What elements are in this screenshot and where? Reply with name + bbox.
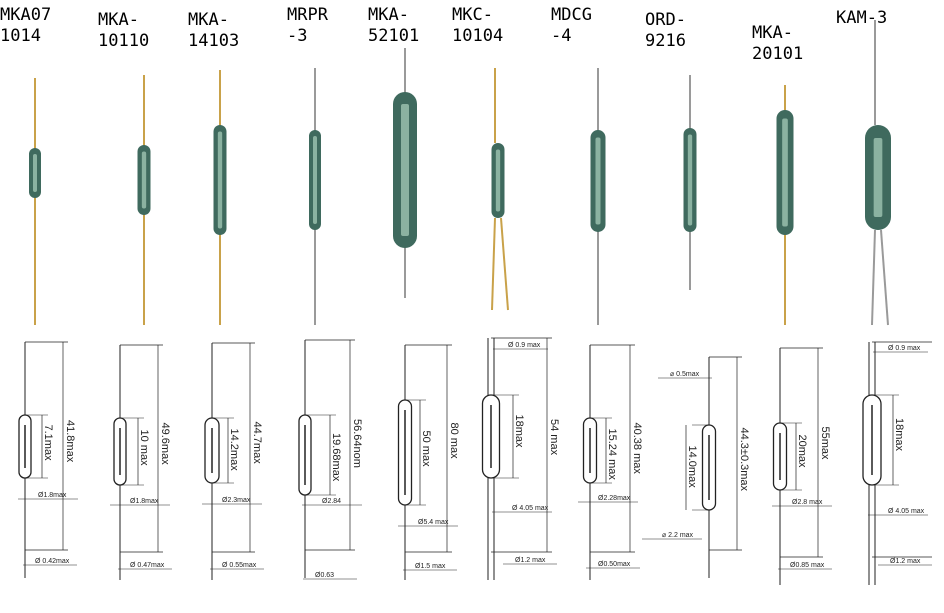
body-diameter-label: Ø2.28max: [598, 495, 631, 502]
lead-diameter-label: Ø 0.42max: [35, 558, 70, 565]
lead-diameter-label: Ø1.2 max: [515, 557, 546, 564]
body-length-dimension: 18max: [893, 418, 905, 452]
reed-contacts: [401, 104, 409, 236]
model-label: MRPR -3: [287, 5, 328, 46]
lead-diameter-label: Ø0.50max: [598, 561, 631, 568]
body-length-dimension: 18max: [513, 415, 525, 449]
length-dimension: 80 max: [448, 423, 460, 460]
length-dimension: 49.6max: [159, 423, 171, 466]
reed-contacts: [687, 134, 693, 226]
lead-diameter-label: Ø 0.55max: [222, 562, 257, 569]
length-dimension: 54 max: [548, 419, 560, 456]
reed-contacts: [873, 138, 883, 217]
top-lead-diameter-label: Ø 0.9 max: [888, 345, 921, 352]
model-label: MKA- 10110: [98, 10, 150, 51]
body-length-dimension: 20max: [796, 435, 808, 469]
lead-diameter-label: Ø1.2 max: [890, 558, 921, 565]
reed-contacts: [313, 136, 317, 224]
model-label: ORD- 9216: [645, 10, 686, 51]
lead-diameter-label: Ø0.85 max: [790, 562, 825, 569]
lead-diameter-label: ⌀ 0.5max: [670, 371, 700, 378]
lead-wire: [500, 217, 509, 311]
reed-contacts: [495, 149, 501, 212]
body-length-dimension: 10 max: [138, 430, 150, 467]
body-diameter-label: Ø 4.05 max: [888, 508, 925, 515]
model-label: MKA07 1014: [0, 5, 52, 46]
lead-diameter-label: Ø1.5 max: [415, 563, 446, 570]
body-diameter-label: Ø 4.05 max: [512, 505, 549, 512]
reed-contacts: [141, 151, 147, 209]
length-dimension: 44.7max: [251, 422, 263, 465]
lead-wire: [491, 217, 496, 311]
body-diameter-label: Ø2.8 max: [792, 499, 823, 506]
length-dimension: 44.3±0.3max: [738, 428, 750, 492]
model-label: MKA- 20101: [752, 23, 804, 64]
lead-wire: [880, 229, 889, 326]
body-length-dimension: 7.1max: [42, 425, 54, 462]
model-label: MKC- 10104: [452, 5, 504, 46]
length-dimension: 40.38 max: [631, 423, 643, 475]
model-label: MKA- 14103: [188, 10, 240, 51]
photo-row: [29, 20, 891, 326]
model-label: MKA- 52101: [368, 5, 420, 46]
model-label: KAM-3: [836, 8, 888, 28]
lead-diameter-label: Ø0.63: [315, 572, 334, 579]
body-diameter-label: ⌀ 2.2 max: [662, 532, 694, 539]
lead-wire: [871, 229, 876, 326]
body-diameter-label: Ø1.8max: [130, 498, 159, 505]
model-label: MDCG -4: [551, 5, 592, 46]
body-diameter-label: Ø2.3max: [222, 497, 251, 504]
length-dimension: 41.8max: [64, 420, 76, 463]
reed-contacts: [217, 131, 223, 229]
reed-contacts: [33, 154, 37, 192]
reed-contacts: [782, 118, 788, 227]
body-length-dimension: 14.0max: [686, 446, 698, 489]
length-dimension: 56.64nom: [351, 419, 363, 468]
body-length-dimension: 14.2max: [228, 429, 240, 472]
body-diameter-label: Ø5.4 max: [418, 519, 449, 526]
body-length-dimension: 19.68max: [330, 433, 342, 482]
body-length-dimension: 15.24 max: [606, 429, 618, 481]
reed-contacts: [595, 137, 601, 225]
body-length-dimension: 50 max: [420, 431, 432, 468]
lead-diameter-label: Ø 0.47max: [130, 562, 165, 569]
length-dimension: 55max: [819, 427, 831, 461]
body-diameter-label: Ø1.8max: [38, 492, 67, 499]
body-diameter-label: Ø2.84: [322, 498, 341, 505]
top-lead-diameter-label: Ø 0.9 max: [508, 342, 541, 349]
